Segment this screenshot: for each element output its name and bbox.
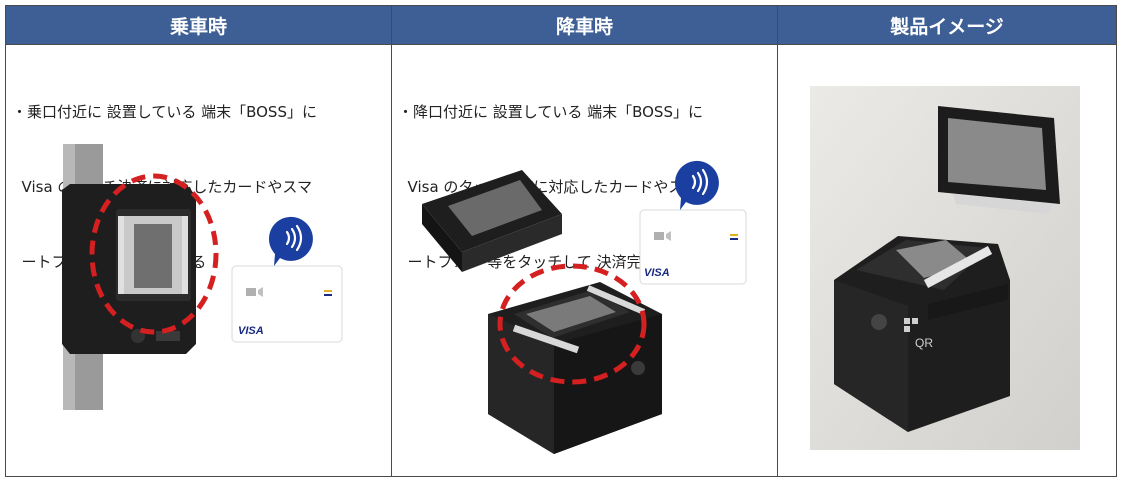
header-divider — [6, 44, 1116, 45]
alighting-line-1: ・降口付近に 設置している 端末「BOSS」に — [398, 103, 703, 121]
header-product: 製品イメージ — [778, 6, 1116, 44]
contactless-badge — [268, 216, 313, 266]
product-cell: QR — [778, 44, 1116, 476]
column-divider — [777, 6, 778, 476]
product-photo: QR — [810, 86, 1080, 450]
chip-icon — [246, 288, 256, 296]
qr-label: QR — [915, 336, 933, 350]
visa-logo: VISA — [238, 325, 264, 337]
alighting-cell: ・降口付近に 設置している 端末「BOSS」に Visa のタッチ決済に対応した… — [392, 44, 777, 476]
header-alighting: 降車時 — [392, 6, 777, 44]
boarding-line-1: ・乗口付近に 設置している 端末「BOSS」に — [12, 103, 317, 121]
boarding-cell: ・乗口付近に 設置している 端末「BOSS」に Visa のタッチ決済に対応した… — [6, 44, 391, 476]
boarding-illustration: VISA — [62, 144, 343, 410]
camera-icon — [631, 361, 645, 375]
touch-area-circle — [89, 173, 219, 335]
visa-logo: VISA — [644, 267, 670, 279]
qr-icon — [904, 318, 918, 332]
header-boarding: 乗車時 — [6, 6, 391, 44]
column-divider — [391, 6, 392, 476]
camera-icon — [871, 314, 887, 330]
card — [231, 265, 343, 343]
card — [639, 209, 747, 285]
contactless-badge — [674, 160, 719, 210]
contactless-icon — [691, 168, 709, 196]
comparison-table: 乗車時 降車時 製品イメージ ・乗口付近に 設置している 端末「BOSS」に V… — [5, 5, 1117, 477]
contactless-icon — [285, 224, 303, 252]
touch-area-circle — [497, 263, 647, 385]
chip-icon — [654, 232, 664, 240]
alighting-illustration: VISA — [422, 160, 747, 454]
